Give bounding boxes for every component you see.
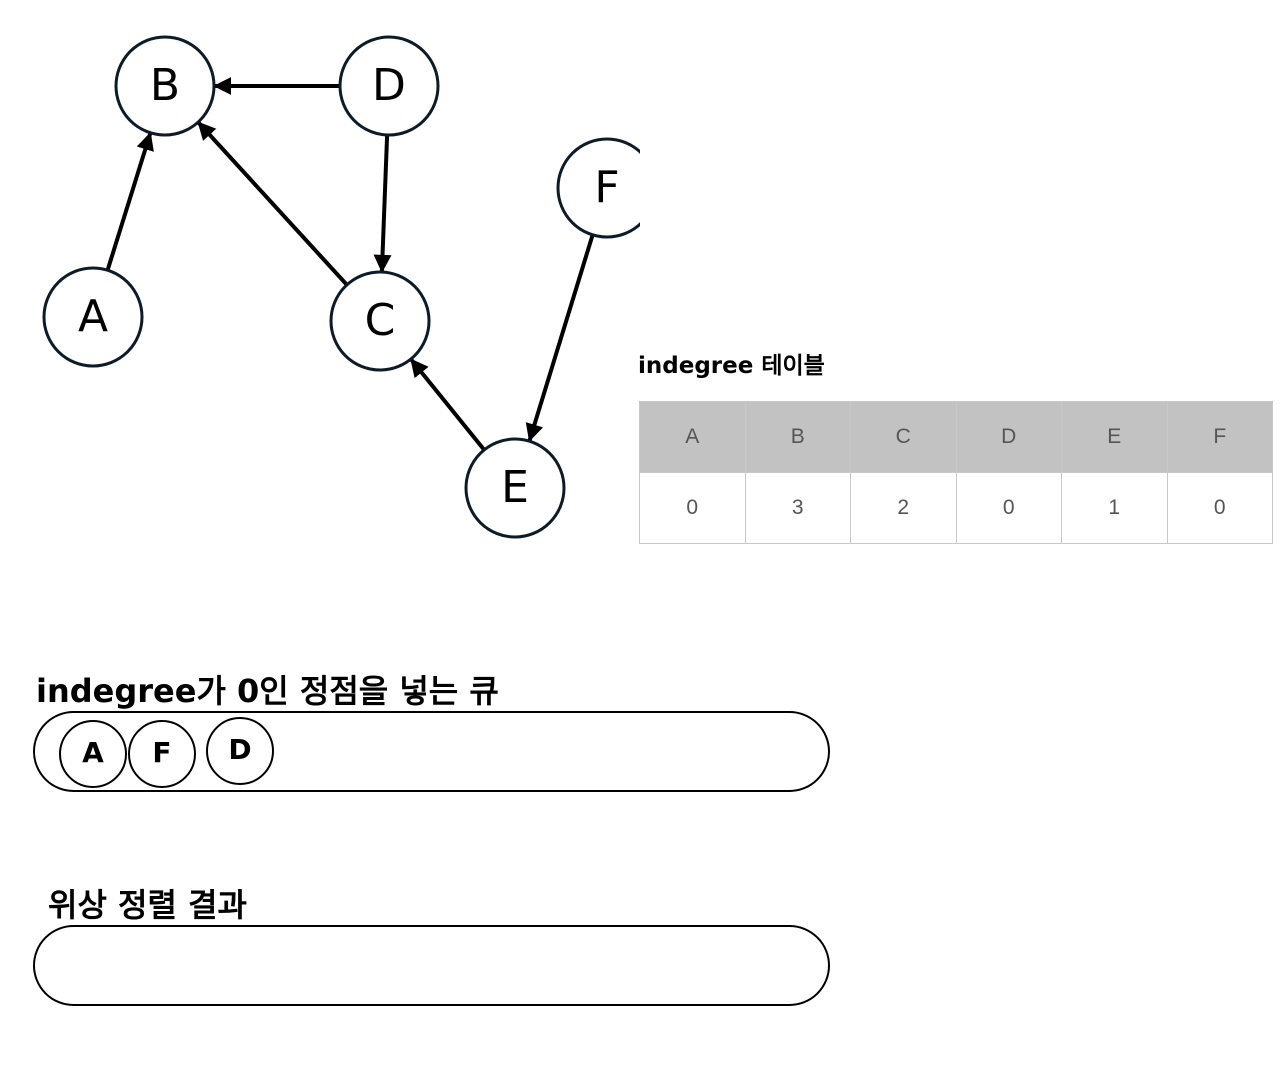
indegree-value-row: 0 3 2 0 1 0	[639, 472, 1273, 544]
node-label: A	[78, 291, 108, 342]
node-label: E	[501, 462, 529, 513]
node-circle	[556, 137, 640, 239]
graph-node-d: D	[338, 35, 440, 137]
indegree-value-cell: 1	[1061, 472, 1168, 544]
indegree-table: A B C D E F 0 3 2 0 1 0	[639, 401, 1273, 544]
node-label: F	[594, 162, 619, 213]
indegree-value-cell: 2	[850, 472, 957, 544]
edge-d-to-c	[373, 135, 392, 273]
node-label: C	[365, 295, 396, 346]
indegree-value-cell: 3	[744, 472, 851, 544]
nodes: B D F A C E	[42, 35, 640, 539]
graph-node-a: A	[42, 266, 144, 368]
graph-node-c: C	[329, 270, 431, 372]
graph-node-f: F	[556, 137, 640, 239]
node-circle	[464, 437, 566, 539]
queue-item: A	[59, 720, 127, 788]
indegree-header-row: A B C D E F	[639, 401, 1273, 473]
node-circle	[42, 266, 144, 368]
edge-f-to-e	[525, 235, 595, 442]
indegree-header-cell: D	[955, 401, 1062, 473]
queue-item: D	[206, 717, 274, 785]
indegree-header-cell: F	[1166, 401, 1273, 473]
queue-item: F	[128, 720, 196, 788]
node-label: B	[150, 60, 180, 111]
edge-e-to-c	[409, 358, 486, 451]
graph-node-e: E	[464, 437, 566, 539]
indegree-table-title: indegree 테이블	[638, 353, 825, 379]
node-circle	[338, 35, 440, 137]
result-title: 위상 정렬 결과	[48, 886, 247, 924]
node-circle	[329, 270, 431, 372]
edge-a-to-b	[105, 132, 154, 270]
indegree-header-cell: C	[850, 401, 957, 473]
indegree-header-cell: A	[639, 401, 746, 473]
node-label: D	[372, 60, 406, 111]
indegree-header-cell: E	[1061, 401, 1168, 473]
queue-title: indegree가 0인 정점을 넣는 큐	[36, 672, 499, 710]
indegree-value-cell: 0	[1166, 472, 1273, 544]
result-container	[33, 925, 830, 1006]
indegree-value-cell: 0	[955, 472, 1062, 544]
node-circle	[114, 35, 216, 137]
indegree-value-cell: 0	[639, 472, 746, 544]
edges	[105, 77, 595, 451]
dependency-graph: B D F A C E	[42, 35, 640, 539]
indegree-header-cell: B	[744, 401, 851, 473]
graph-node-b: B	[114, 35, 216, 137]
edge-c-to-b	[197, 121, 348, 286]
